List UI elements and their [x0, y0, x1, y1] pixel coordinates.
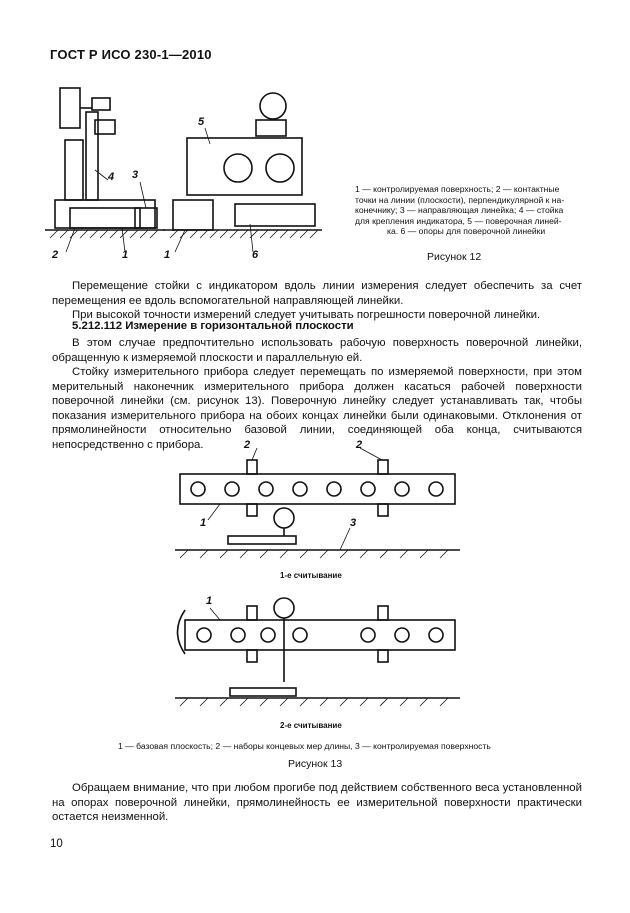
fig13-label-1-bottom: 1 [206, 595, 212, 607]
fig13-label-3: 3 [350, 517, 356, 529]
caption-line: 1 — контролируемая поверхность; 2 — конт… [355, 184, 560, 194]
fig12-label-3: 3 [132, 169, 138, 181]
figure-13-caption: 1 — базовая плоскость; 2 — наборы концев… [118, 741, 491, 751]
paragraph-5: Обращаем внимание, что при любом прогибе… [52, 782, 582, 824]
fig12-label-5: 5 [198, 116, 205, 128]
figure-13-drawing: 2 2 1 3 1 1-е считывание 2-е считывание [175, 439, 460, 730]
fig12-label-4: 4 [107, 171, 114, 183]
fig13-label-2a: 2 [243, 439, 250, 451]
paragraph-4: Стойку измерительного прибора следует пе… [52, 366, 582, 451]
document-header: ГОСТ Р ИСО 230-1—2010 [50, 47, 212, 62]
caption-line: конечнику; 3 — направляющая линейка; 4 —… [355, 205, 564, 216]
fig12-label-1a: 1 [122, 249, 128, 261]
paragraph-1: Перемещение стойки с индикатором вдоль л… [52, 280, 582, 307]
caption-line: для крепления индикатора, 5 — поверочная… [355, 215, 562, 226]
fig13-sublabel-top: 1-е считывание [280, 571, 342, 580]
fig12-label-6: 6 [252, 249, 259, 261]
caption-line: точки на линии (плоскости), перпендикуля… [355, 194, 565, 205]
caption-line: ка. 6 — опоры для поверочной линейки [387, 226, 546, 237]
paragraph-2: При высокой точности измерений следует у… [72, 309, 541, 321]
fig13-label-1-top: 1 [200, 517, 206, 529]
fig12-label-1b: 1 [164, 249, 170, 261]
section-heading: 5.212.112 Измерение в горизонтальной пло… [72, 320, 354, 332]
fig13-label-2b: 2 [355, 439, 362, 451]
figure-12-caption: 1 — контролируемая поверхность; 2 — конт… [355, 184, 585, 237]
figure-13-title: Рисунок 13 [288, 758, 343, 770]
figure-12-drawing: 2 1 3 4 5 1 6 [45, 87, 322, 261]
page-number: 10 [50, 838, 63, 850]
paragraph-3: В этом случае предпочтительно использова… [52, 337, 582, 364]
fig12-label-2: 2 [51, 249, 58, 261]
fig13-sublabel-bottom: 2-е считывание [280, 721, 342, 730]
figure-12-title: Рисунок 12 [427, 251, 482, 263]
